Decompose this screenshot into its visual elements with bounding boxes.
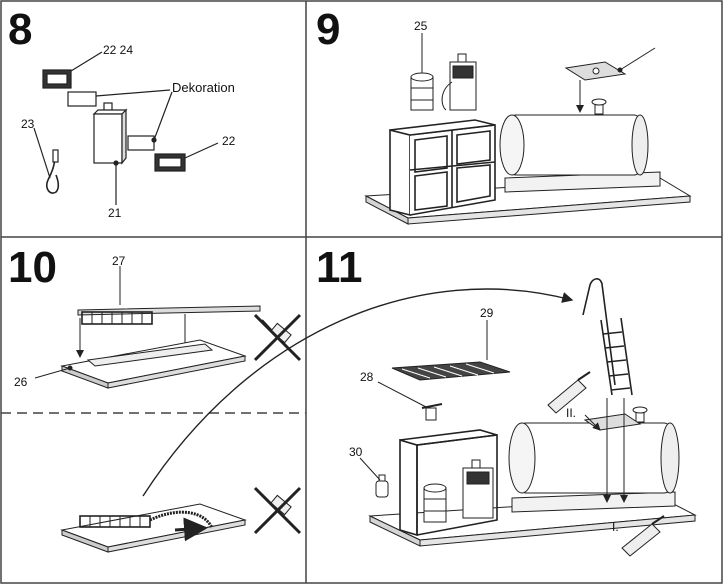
step-number-11: 11 bbox=[316, 243, 363, 292]
label-I: I. bbox=[612, 520, 619, 534]
ladder-attached bbox=[60, 503, 247, 553]
transfer-arrow bbox=[142, 288, 574, 497]
no-glue-icon bbox=[253, 313, 302, 362]
label-28: 28 bbox=[360, 370, 374, 384]
decoration-card bbox=[67, 91, 97, 107]
step-9-drawing bbox=[364, 33, 692, 225]
label-29: 29 bbox=[480, 306, 494, 320]
step-8-parts bbox=[33, 51, 219, 205]
ladder-with-rail bbox=[582, 278, 633, 396]
booth-11 bbox=[399, 429, 498, 537]
window-frame-part-22 bbox=[154, 153, 186, 172]
step-11-drawing bbox=[359, 278, 697, 557]
window-frame-part-22-24 bbox=[42, 69, 72, 89]
step-number-9: 9 bbox=[316, 5, 341, 54]
ladder-part-27 bbox=[77, 305, 261, 325]
booth-frame bbox=[389, 119, 496, 217]
label-21: 21 bbox=[108, 206, 122, 220]
decoration-card-2 bbox=[127, 135, 155, 151]
fuel-tank bbox=[499, 98, 649, 176]
barrel-part-25 bbox=[410, 72, 434, 111]
bottle-part-30 bbox=[375, 474, 389, 498]
barrel-11 bbox=[423, 483, 447, 523]
step-10-drawing bbox=[34, 266, 574, 553]
fuel-pump bbox=[441, 53, 477, 111]
label-dekoration: Dekoration bbox=[172, 80, 235, 95]
step-number-8: 8 bbox=[8, 5, 33, 54]
label-23: 23 bbox=[21, 117, 35, 131]
label-25: 25 bbox=[414, 19, 428, 33]
glue-tube-bottom bbox=[621, 515, 665, 557]
label-26: 26 bbox=[14, 375, 28, 389]
glue-tube-top bbox=[547, 371, 591, 414]
part-28 bbox=[421, 403, 443, 421]
label-II: II. bbox=[566, 406, 577, 420]
hose-part-23 bbox=[45, 154, 60, 194]
label-27: 27 bbox=[112, 254, 126, 268]
label-22: 22 bbox=[222, 134, 236, 148]
plate-part-26 bbox=[60, 339, 247, 389]
label-30: 30 bbox=[349, 445, 363, 459]
step-number-10: 10 bbox=[8, 243, 57, 292]
pump-11 bbox=[462, 459, 494, 519]
grate-part-29 bbox=[391, 361, 511, 381]
label-22-24: 22 24 bbox=[103, 43, 134, 57]
hatch-plate bbox=[564, 61, 627, 81]
kiosk-part-21 bbox=[92, 102, 128, 165]
no-glue-icon-2 bbox=[253, 486, 302, 535]
fuel-tank-11 bbox=[508, 406, 680, 494]
